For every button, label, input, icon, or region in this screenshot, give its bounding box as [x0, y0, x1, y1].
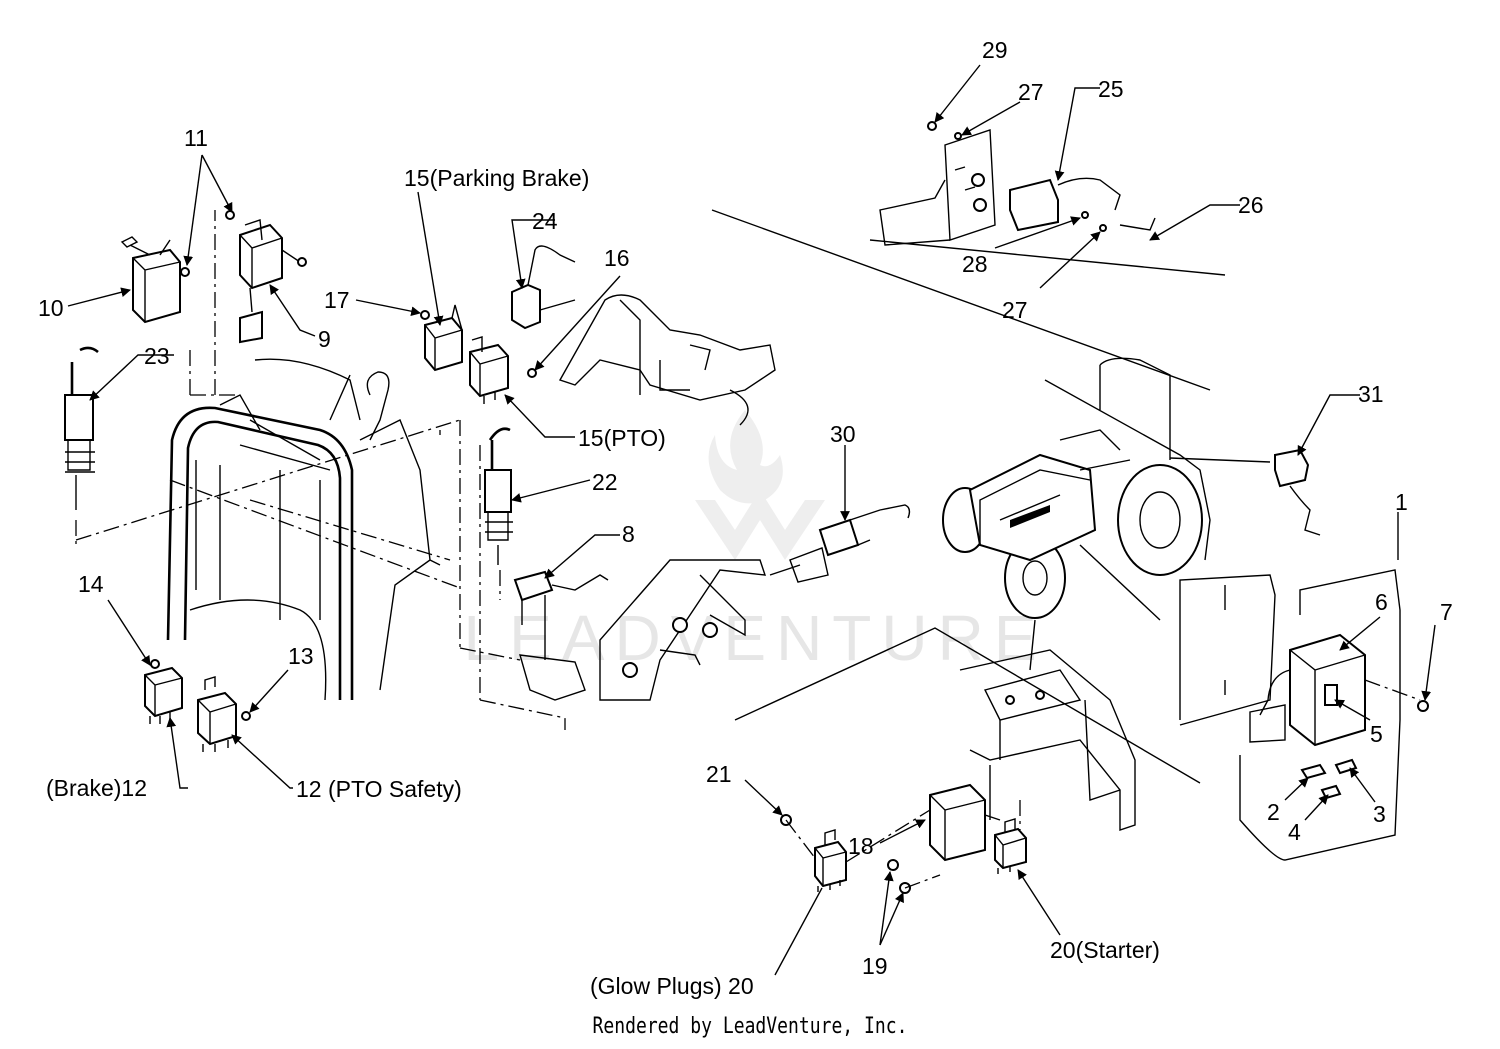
leader-lines	[67, 64, 1436, 976]
centerline-bottom	[785, 800, 1021, 889]
leader-31	[1169, 457, 1271, 463]
label-7: 7	[1440, 599, 1453, 625]
label-15-parking-brake: 15(Parking Brake)	[404, 165, 589, 191]
label-10: 10	[38, 295, 64, 321]
label-11: 11	[184, 125, 208, 151]
label-24: 24	[532, 208, 558, 234]
part-19-nut-a	[887, 859, 899, 871]
centerline-b	[75, 419, 461, 589]
part-31-switch	[1274, 448, 1321, 536]
pedal-assembly	[558, 294, 776, 426]
label-26: 26	[1238, 192, 1264, 218]
part-7-screw	[1417, 700, 1429, 712]
part-12-brake-relay	[144, 659, 183, 724]
label-29: 29	[982, 37, 1008, 63]
label-23: 23	[144, 343, 170, 369]
part-12-pto-safety-relay	[197, 676, 251, 752]
label-28: 28	[962, 251, 988, 277]
label-15-pto: 15(PTO)	[578, 425, 666, 451]
bracket-30	[599, 559, 767, 701]
label-27-bottom: 27	[1002, 297, 1028, 323]
part-10-relay	[120, 236, 190, 324]
part-15-parking-brake-relay	[420, 304, 463, 372]
label-22: 22	[592, 469, 618, 495]
tractor-leaders	[1029, 544, 1161, 671]
guide-lines-bottom	[734, 627, 1201, 784]
centerline-c	[459, 420, 566, 730]
callout-labels: 1 2 3 4 5 6 7 8 9 10 11 (Brake)12 12 (PT…	[38, 37, 1453, 999]
label-19: 19	[862, 953, 888, 979]
label-18: 18	[848, 833, 874, 859]
part-6-controller	[1249, 633, 1366, 747]
part-25-bracket-assembly	[879, 121, 1156, 246]
label-13: 13	[288, 643, 314, 669]
part-8-switch	[513, 570, 609, 701]
label-25: 25	[1098, 76, 1124, 102]
label-20-starter: 20(Starter)	[1050, 937, 1160, 963]
label-3: 3	[1373, 801, 1386, 827]
label-12-pto-safety: 12 (PTO Safety)	[296, 776, 462, 802]
part-20-glow-plugs-relay	[814, 829, 847, 892]
label-17: 17	[324, 287, 350, 313]
part-24-switch	[511, 245, 576, 330]
tractor-illustration	[942, 357, 1211, 619]
centerline-a	[189, 210, 240, 396]
label-21: 21	[706, 761, 732, 787]
part-18-module	[929, 765, 1001, 862]
part-22-switch	[484, 427, 513, 565]
label-2: 2	[1267, 799, 1280, 825]
label-5: 5	[1370, 721, 1383, 747]
label-30: 30	[830, 421, 856, 447]
label-16: 16	[604, 245, 630, 271]
label-6: 6	[1375, 589, 1388, 615]
footer-credit: Rendered by LeadVenture, Inc.	[592, 1014, 908, 1039]
centerline-7	[1364, 679, 1421, 701]
part-30-switch	[769, 504, 911, 583]
part-20-starter-relay	[994, 818, 1027, 874]
part-15-pto-relay	[469, 336, 537, 404]
guide-lines-top	[711, 209, 1226, 391]
frame-18-bracket	[959, 649, 1136, 831]
controller-bracket	[1179, 569, 1401, 861]
part-23-switch	[64, 346, 99, 510]
label-1: 1	[1395, 489, 1408, 515]
label-27-top: 27	[1018, 79, 1044, 105]
watermark: LEADVENTURE	[464, 410, 1047, 674]
label-31: 31	[1358, 381, 1384, 407]
label-20-glow-plugs: (Glow Plugs) 20	[590, 973, 754, 999]
watermark-text: LEADVENTURE	[464, 602, 1047, 674]
label-14: 14	[78, 571, 104, 597]
label-4: 4	[1288, 819, 1301, 845]
parts-2-3-4-fuses	[1300, 758, 1358, 800]
label-12-brake: (Brake)12	[46, 775, 147, 801]
label-8: 8	[622, 521, 635, 547]
part-9-module	[225, 210, 307, 344]
label-9: 9	[318, 326, 331, 352]
